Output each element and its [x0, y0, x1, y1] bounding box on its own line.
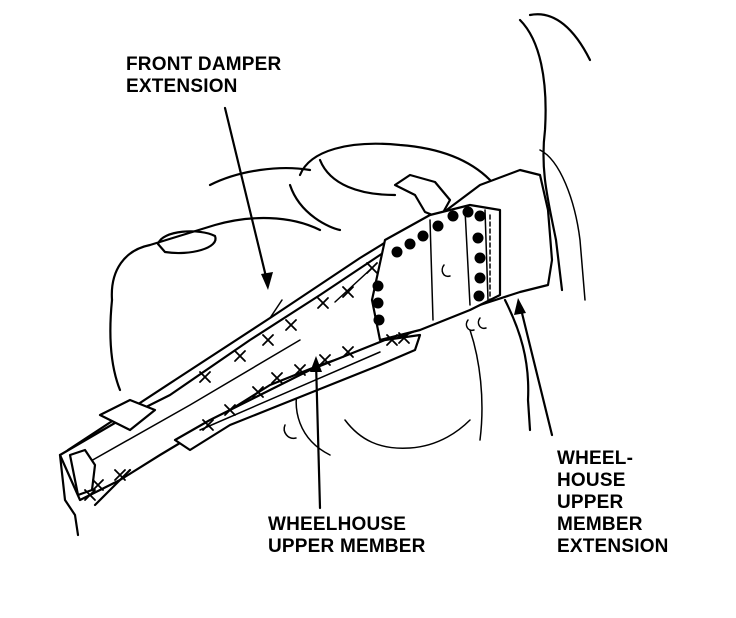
strut-bracket: [370, 173, 502, 342]
wheelhouse-upper-member-extension-label: WHEEL- HOUSE UPPER MEMBER EXTENSION: [557, 448, 669, 557]
spot-weld-dots: [372, 206, 491, 326]
leader-lines: [223, 106, 554, 510]
wheelhouse-upper-member-part: [173, 333, 422, 452]
wheelhouse-upper-member-label: WHEELHOUSE UPPER MEMBER: [268, 514, 426, 557]
engine-bay-panel: [109, 142, 492, 392]
front-damper-extension-label: FRONT DAMPER EXTENSION: [126, 54, 282, 97]
background-body-panels: [283, 13, 592, 456]
weld-x-marks: [84, 262, 410, 501]
